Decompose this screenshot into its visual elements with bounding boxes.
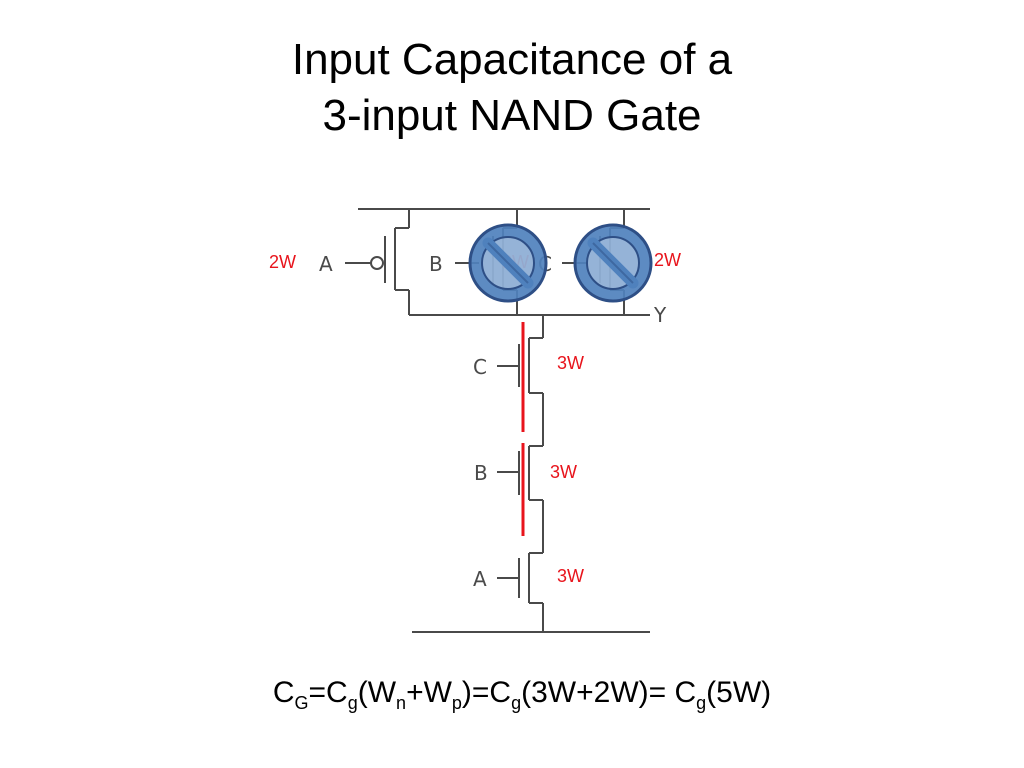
nmos-c-width: 3W [557,353,584,373]
title-line-2: 3-input NAND Gate [322,91,702,140]
formula-subscript: G [294,693,309,713]
pmos-c-width: 2W [654,250,681,270]
formula-subscript: g [696,693,707,713]
prohibited-icon [468,223,548,303]
pmos-a-gate-label: A [319,252,333,276]
formula-part: (5W) [706,676,772,709]
nmos-a-width: 3W [557,566,584,586]
pmos-b-gate-label: B [429,252,443,276]
formula-part: (W [357,676,397,709]
title-line-1: Input Capacitance of a [291,35,733,84]
output-label: Y [653,303,667,327]
nmos-a-gate-label: A [473,567,487,591]
formula-part: (3W+2W)= C [521,676,697,709]
formula-subscript: p [451,693,462,713]
slide-title: Input Capacitance of a 3-input NAND Gate [0,32,1024,144]
prohibited-icon [573,223,653,303]
formula-part: =C [308,676,348,709]
formula-subscript: n [396,693,407,713]
formula-part: +W [406,676,452,709]
formula-subscript: g [511,693,522,713]
formula-part: C [272,676,295,709]
nmos-c-gate-label: C [473,355,487,379]
pmos-a-bubble [370,256,384,270]
formula-part: )=C [461,676,512,709]
nmos-b-width: 3W [550,462,577,482]
pmos-a-width: 2W [269,252,296,272]
capacitance-formula: CG=Cg(Wn+Wp)=Cg(3W+2W)= Cg(5W) [0,676,1024,714]
formula-subscript: g [347,693,358,713]
nmos-b-gate-label: B [474,461,488,485]
